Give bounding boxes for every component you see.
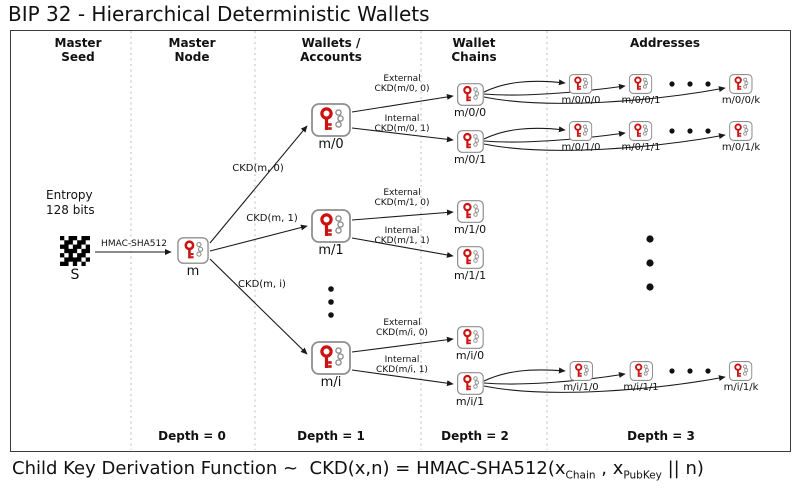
ckd-mi-edge-label: CKD(m, i) [238,279,286,290]
wallet-node-m0: m/0 [311,103,351,152]
ckd-m0-edge-label: CKD(m, 0) [232,163,284,174]
key-icon [311,341,351,375]
address-label-mi10: m/i/1/0 [563,382,599,393]
key-icon [311,103,351,137]
column-header-wallet-chains: Wallet Chains [451,36,497,64]
address-label-m011: m/0/1/1 [621,142,661,153]
chain-node-m01: m/0/1 [454,130,486,166]
address-label-m01k: m/0/1/k [721,142,761,153]
edge-label-external-m0: External CKD(m/0, 0) [374,74,430,94]
key-icon [457,246,484,269]
edge-label-internal-m0: Internal CKD(m/0, 1) [374,114,430,134]
address-label-mi1k: m/i/1/k [723,382,759,393]
depth-label-0: Depth = 0 [158,429,226,443]
formula-prefix: Child Key Derivation Function ~ CKD(x,n)… [12,458,566,479]
wallet-label-m1: m/1 [318,243,344,258]
ckd-m1-edge-label: CKD(m, 1) [246,213,298,224]
key-icon [177,237,209,264]
chain-label-mi1: m/i/1 [455,395,485,408]
key-icon [569,74,593,94]
formula-sub-chain: Chain [565,469,596,482]
address-node-m01k: m/0/1/k [722,121,760,153]
chain-node-m11: m/1/1 [454,246,486,282]
page-title: BIP 32 - Hierarchical Deterministic Wall… [8,2,430,26]
address-node-mi1k: m/i/1/k [723,361,759,393]
key-icon [729,361,753,381]
key-icon [729,121,753,141]
edge-label-external-m1: External CKD(m/1, 0) [374,188,430,208]
chain-label-mi0: m/i/0 [455,349,485,362]
seed-label: S [70,267,80,283]
address-label-m010: m/0/1/0 [561,142,601,153]
key-icon [629,121,653,141]
address-node-mi11: m/i/1/1 [623,361,659,393]
key-icon [311,209,351,243]
chain-node-mi1: m/i/1 [456,372,484,408]
chain-node-m00: m/0/0 [454,83,486,119]
column-header-master-node: Master Node [168,36,216,64]
key-icon [457,372,484,395]
formula-mid: , x [595,458,624,479]
chain-label-m00: m/0/0 [453,106,487,119]
wallet-label-mi: m/i [320,375,342,390]
entropy-text: Entropy 128 bits [46,188,95,217]
chain-node-m10: m/1/0 [454,200,486,236]
wallet-node-m1: m/1 [311,209,351,258]
depth-label-1: Depth = 1 [297,429,365,443]
key-icon [569,121,593,141]
chain-label-m10: m/1/0 [453,223,487,236]
ckd-formula: Child Key Derivation Function ~ CKD(x,n)… [12,458,704,482]
address-node-m011: m/0/1/1 [621,121,661,153]
hmac-edge-label: HMAC-SHA512 [101,239,167,249]
key-icon [457,200,484,223]
chain-node-mi0: m/i/0 [456,326,484,362]
address-node-m00k: m/0/0/k [722,74,760,106]
column-header-master-seed: Master Seed [54,36,102,64]
master-node-m: m [177,237,209,279]
edge-label-external-mi: External CKD(m/i, 0) [376,318,428,338]
entropy-seed-image [60,236,90,266]
diagram-frame [10,30,791,452]
address-node-mi10: m/i/1/0 [563,361,599,393]
address-node-m000: m/0/0/0 [561,74,601,106]
edge-label-internal-mi: Internal CKD(m/i, 1) [376,355,428,375]
wallet-node-mi: m/i [311,341,351,390]
master-node-label: m [186,264,200,279]
edge-label-internal-m1: Internal CKD(m/1, 1) [374,226,430,246]
key-icon [629,361,653,381]
address-node-m010: m/0/1/0 [561,121,601,153]
depth-label-2: Depth = 2 [441,429,509,443]
chain-label-m11: m/1/1 [453,269,487,282]
address-label-m000: m/0/0/0 [561,95,601,106]
depth-label-3: Depth = 3 [627,429,695,443]
column-header-addresses: Addresses [629,36,701,50]
formula-suffix: || n) [661,458,704,479]
address-label-m001: m/0/0/1 [621,95,661,106]
key-icon [729,74,753,94]
address-node-m001: m/0/0/1 [621,74,661,106]
key-icon [457,130,484,153]
key-icon [569,361,593,381]
wallet-label-m0: m/0 [318,137,344,152]
address-label-m00k: m/0/0/k [721,95,761,106]
formula-sub-pubkey: PubKey [623,469,662,482]
column-header-wallets-accounts: Wallets / Accounts [300,36,362,64]
key-icon [457,326,484,349]
key-icon [457,83,484,106]
key-icon [629,74,653,94]
address-label-mi11: m/i/1/1 [623,382,659,393]
chain-label-m01: m/0/1 [453,153,487,166]
